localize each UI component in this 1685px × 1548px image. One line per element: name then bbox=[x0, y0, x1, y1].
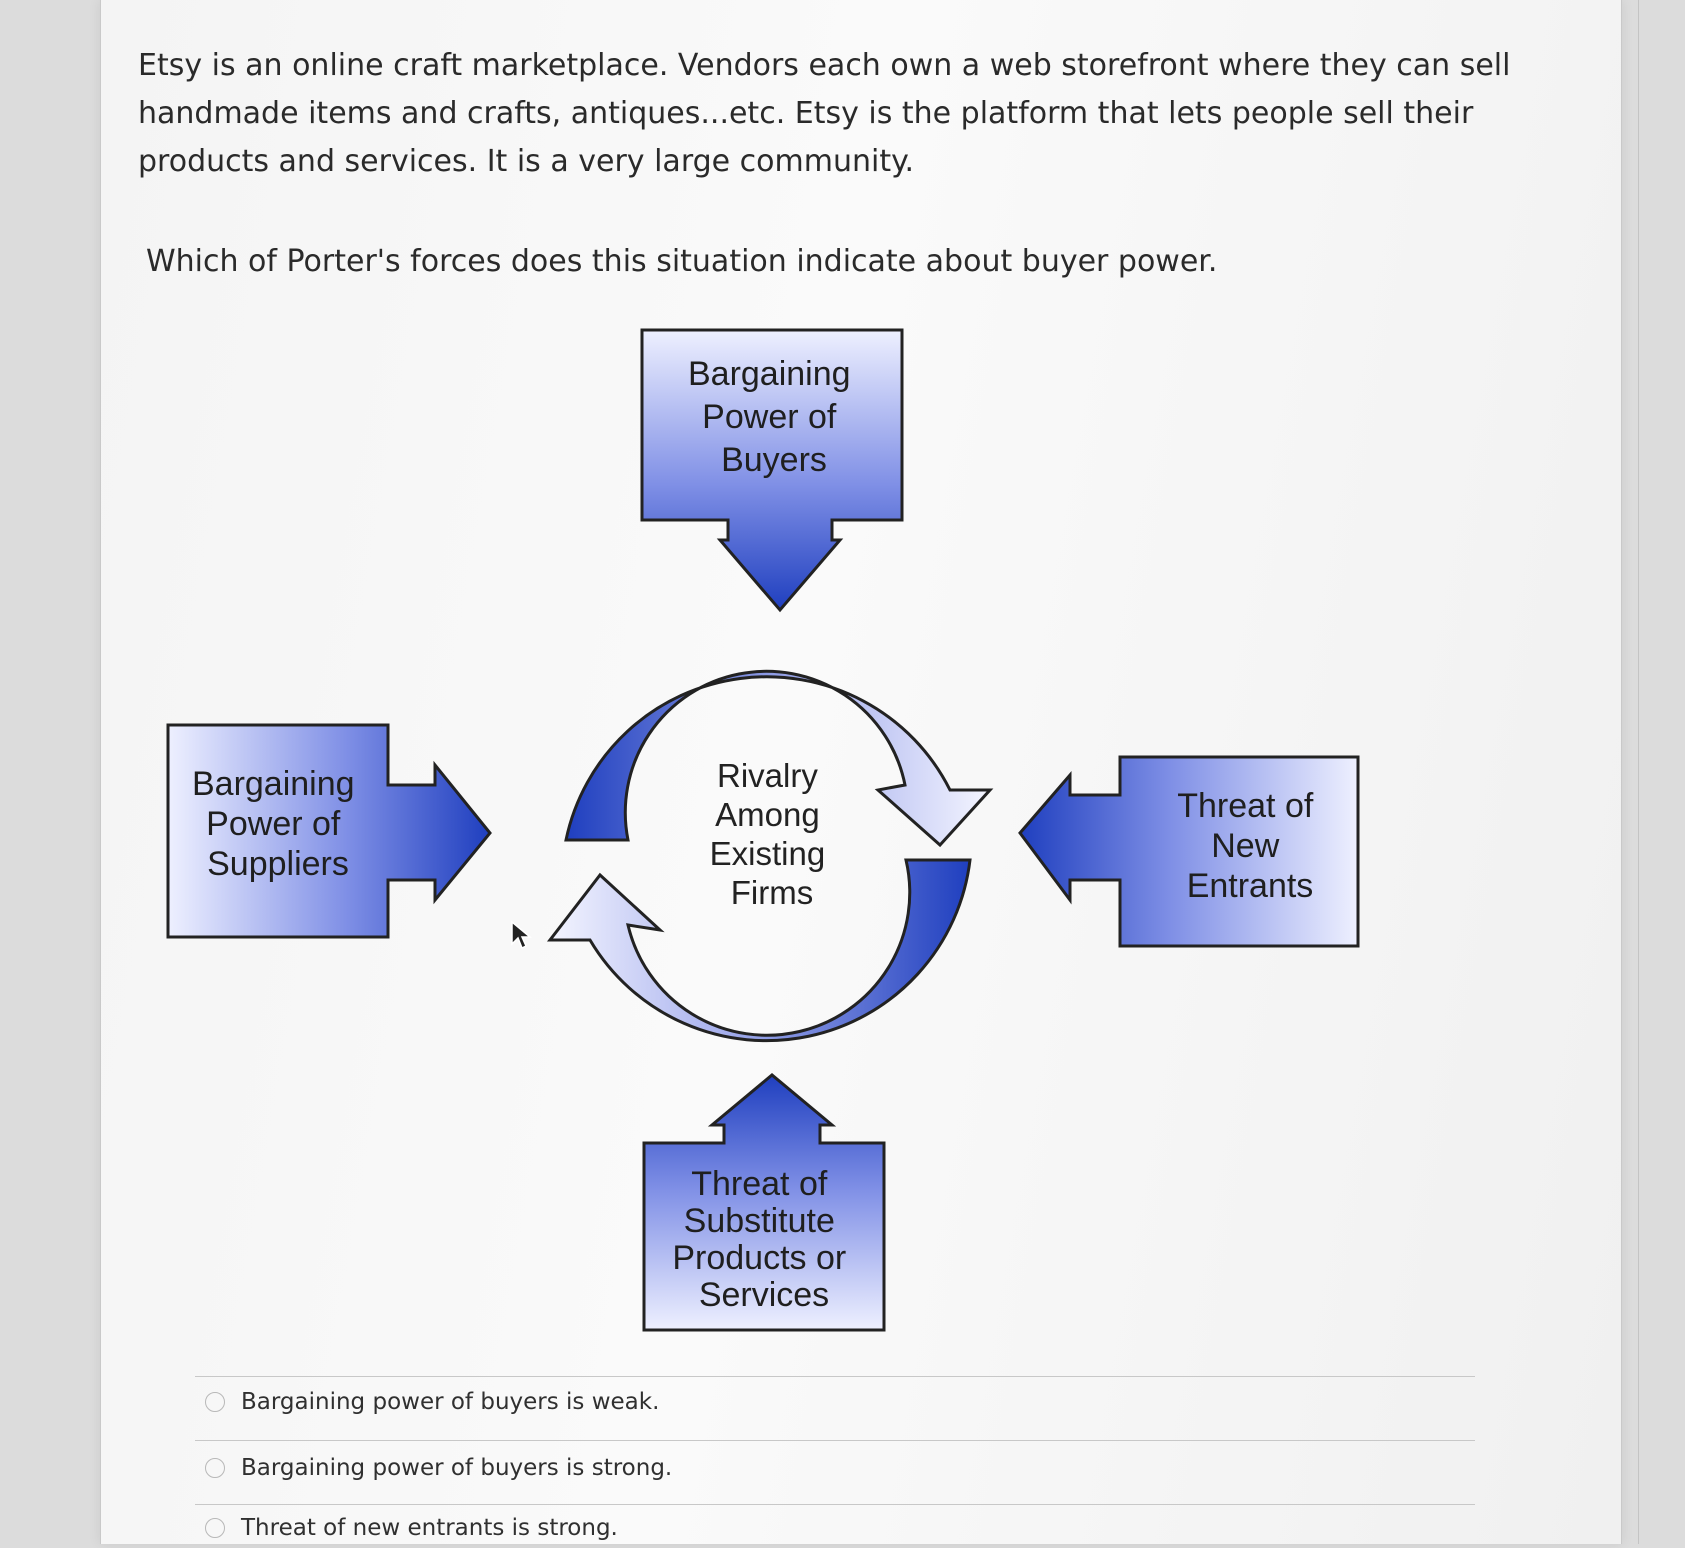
choice-label: Threat of new entrants is strong. bbox=[241, 1515, 618, 1541]
buyers-force: Bargaining Power of Buyers bbox=[640, 328, 904, 613]
radio-button[interactable] bbox=[205, 1458, 225, 1478]
substitutes-label: Threat of Substitute Products or Service… bbox=[672, 1165, 855, 1314]
new-entrants-label: Threat of New Entrants bbox=[1177, 787, 1323, 905]
choice-option-2[interactable]: Bargaining power of buyers is strong. bbox=[205, 1448, 672, 1488]
choice-option-3[interactable]: Threat of new entrants is strong. bbox=[205, 1508, 618, 1548]
new-entrants-force: Threat of New Entrants bbox=[1018, 755, 1360, 948]
question-body: Etsy is an online craft marketplace. Ven… bbox=[138, 48, 1511, 179]
question-prompt: Which of Porter's forces does this situa… bbox=[146, 244, 1218, 279]
substitutes-force: Threat of Substitute Products or Service… bbox=[642, 1073, 886, 1332]
suppliers-force: Bargaining Power of Suppliers bbox=[166, 723, 492, 939]
choice-label: Bargaining power of buyers is weak. bbox=[241, 1389, 660, 1415]
porters-five-forces-diagram: Bargaining Power of Buyers Bargaining Po… bbox=[160, 320, 1380, 1340]
diagram-svg: Bargaining Power of Buyers Bargaining Po… bbox=[166, 328, 1360, 1332]
choice-divider bbox=[195, 1504, 1475, 1505]
choice-divider bbox=[195, 1440, 1475, 1441]
suppliers-label: Bargaining Power of Suppliers bbox=[192, 765, 364, 883]
rivalry-arrow-bottom bbox=[546, 858, 972, 1043]
choice-label: Bargaining power of buyers is strong. bbox=[241, 1455, 673, 1481]
radio-button[interactable] bbox=[205, 1392, 225, 1412]
rivalry-label: Rivalry Among Existing Firms bbox=[710, 757, 835, 911]
panel-edge bbox=[1638, 0, 1639, 1544]
mouse-cursor-icon bbox=[511, 920, 532, 950]
rivalry-arrow-top bbox=[564, 669, 994, 848]
radio-button[interactable] bbox=[205, 1518, 225, 1538]
choice-divider bbox=[195, 1376, 1475, 1377]
choice-option-1[interactable]: Bargaining power of buyers is weak. bbox=[205, 1382, 659, 1422]
buyers-label: Bargaining Power of Buyers bbox=[688, 355, 860, 479]
rivalry-cycle: Rivalry Among Existing Firms bbox=[546, 669, 994, 1043]
